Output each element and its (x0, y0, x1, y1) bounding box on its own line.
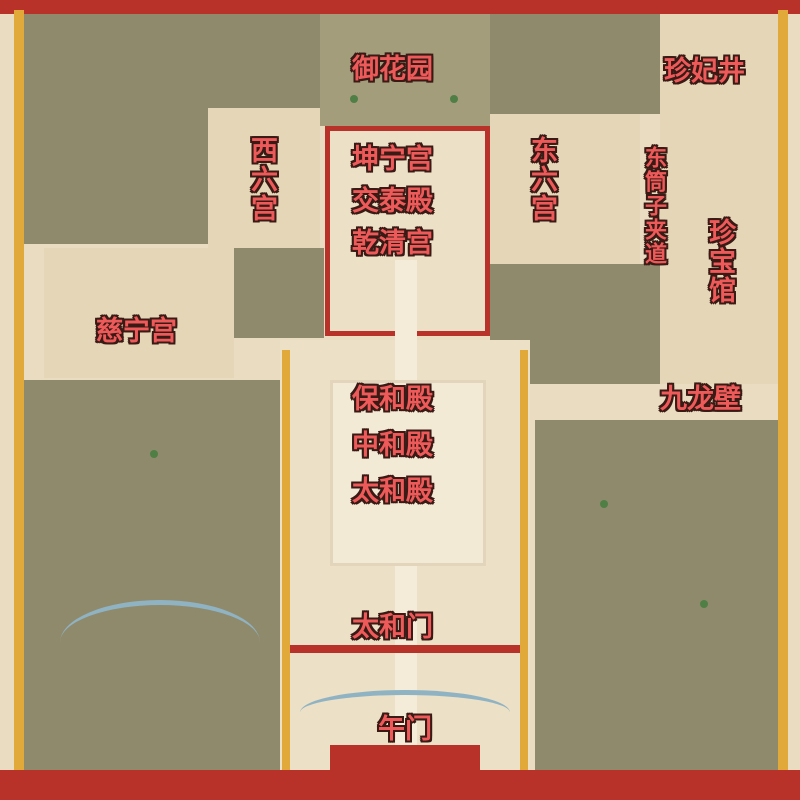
tree (450, 95, 458, 103)
meridian-gate-building (330, 745, 480, 771)
west-six-palaces-area (208, 108, 320, 248)
label-east-six-palaces: 东六宫 (526, 136, 557, 223)
tree (700, 600, 708, 608)
label-kunning-palace: 坤宁宫 (352, 144, 433, 175)
label-east-tongzi-alley: 东筒子夹道 (641, 146, 666, 266)
outer-wall-right (778, 10, 788, 770)
label-jiaotai-hall: 交泰殿 (352, 186, 433, 217)
label-qianqing-palace: 乾清宫 (352, 228, 433, 259)
label-treasure-gallery: 珍宝馆 (704, 218, 735, 305)
northeast-area (490, 14, 660, 114)
label-zhenfei-well: 珍妃井 (664, 56, 745, 87)
tree (150, 450, 158, 458)
outer-wall-bottom (0, 770, 800, 800)
inner-golden-river (300, 690, 510, 735)
west-river (60, 600, 260, 685)
label-nine-dragon-wall: 九龙壁 (660, 384, 741, 415)
label-taihe-gate: 太和门 (352, 612, 433, 643)
outer-court-wall-right (520, 350, 528, 770)
imperial-garden-area (320, 14, 490, 126)
cining-area (44, 248, 234, 378)
tree (350, 95, 358, 103)
west-middle-area (234, 248, 324, 338)
label-baohe-hall: 保和殿 (352, 384, 433, 415)
southeast-area (535, 420, 778, 770)
southwest-area (24, 380, 280, 770)
label-cining-palace: 慈宁宫 (96, 316, 177, 347)
label-meridian-gate: 午门 (378, 714, 432, 745)
label-taihe-hall: 太和殿 (352, 476, 433, 507)
label-zhonghe-hall: 中和殿 (352, 430, 433, 461)
east-six-palaces-area (490, 114, 640, 264)
label-west-six-palaces: 西六宫 (246, 136, 277, 223)
outer-court-wall-left (282, 350, 290, 770)
tree (600, 500, 608, 508)
label-imperial-garden: 御花园 (352, 54, 433, 85)
taihe-gate-building (290, 645, 520, 653)
three-halls-terrace (330, 380, 486, 566)
outer-wall-left (14, 10, 24, 770)
outer-wall-top (0, 0, 800, 14)
east-area (660, 14, 778, 384)
